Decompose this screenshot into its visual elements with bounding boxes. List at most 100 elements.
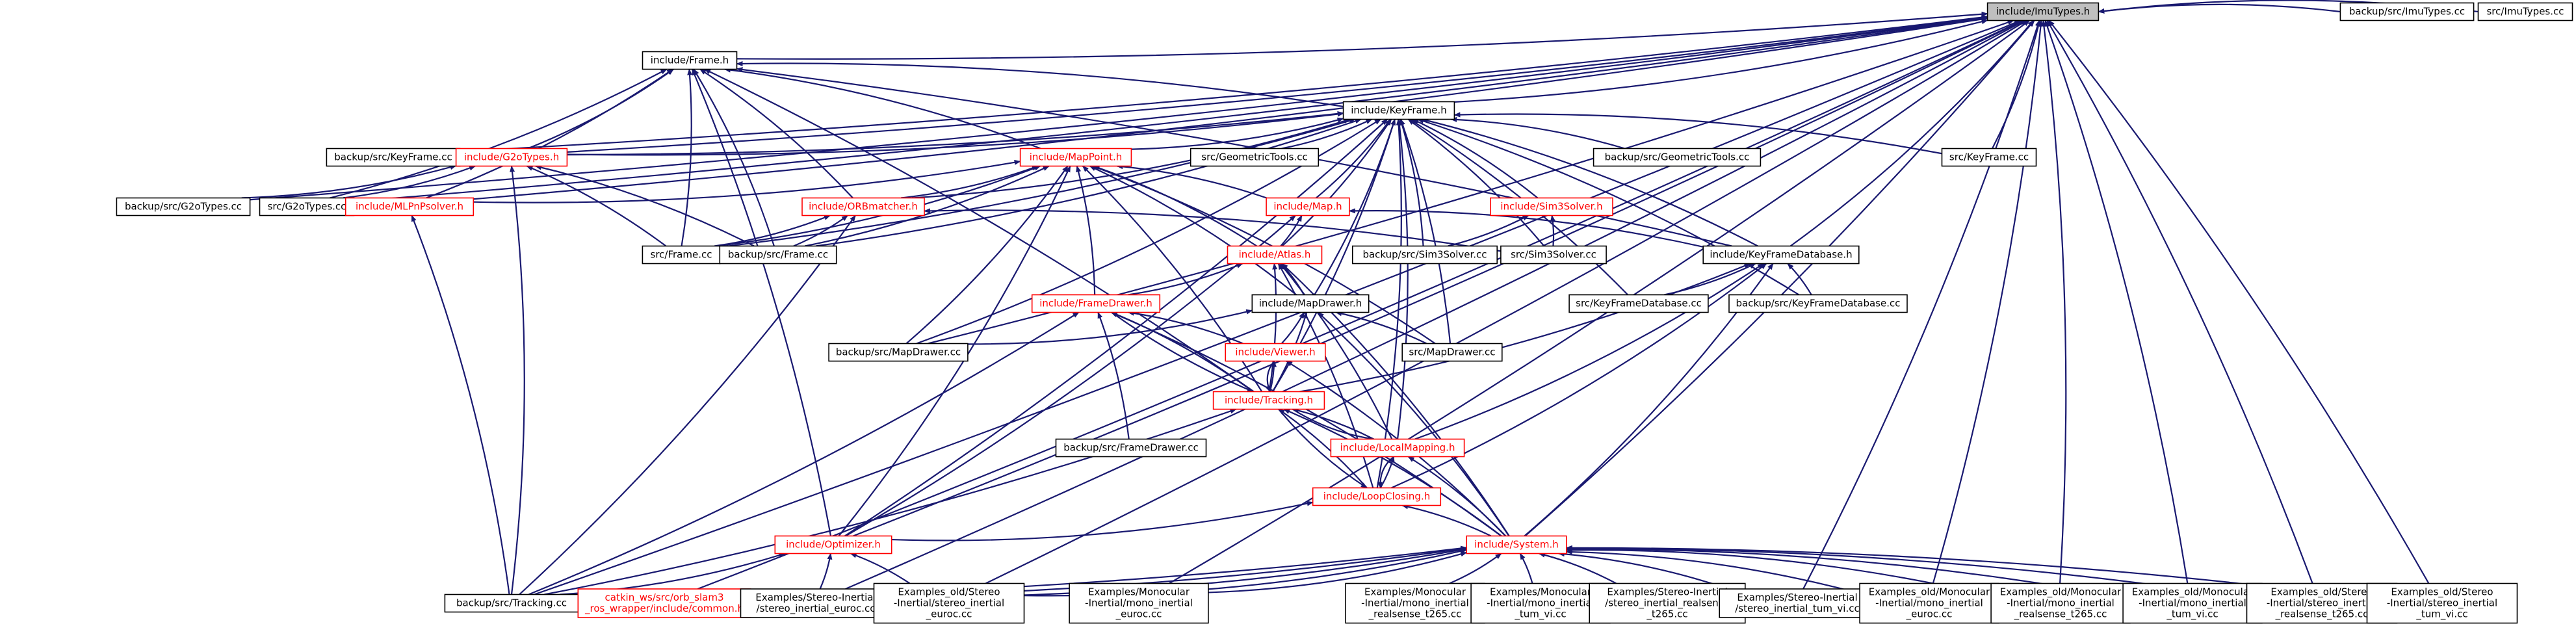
node-kfdb-h[interactable]: include/KeyFrameDatabase.h: [1702, 245, 1860, 265]
edge-backup-tracking-cc-to-mlpnp-h: [411, 215, 510, 595]
node-ex-mono-inertial-euroc[interactable]: Examples/Monocular-Inertial/mono_inertia…: [1069, 582, 1209, 624]
node-src-geometrictools-cc[interactable]: src/GeometricTools.cc: [1190, 148, 1320, 167]
node-mappoint-h[interactable]: include/MapPoint.h: [1019, 148, 1132, 167]
node-src-imutypes-cc[interactable]: src/ImuTypes.cc: [2477, 2, 2573, 21]
node-backup-tracking-cc[interactable]: backup/src/Tracking.cc: [444, 593, 579, 613]
node-system-h[interactable]: include/System.h: [1466, 535, 1567, 554]
edge-atlas-h-to-map-h: [1280, 215, 1303, 247]
edge-viewer-h-to-mapdrawer-h: [1281, 311, 1305, 345]
node-ex-stereo-inertial-euroc[interactable]: Examples/Stereo-Inertial/stereo_inertial…: [740, 588, 892, 618]
node-imutypes-h[interactable]: include/ImuTypes.h: [1986, 2, 2100, 21]
node-label: _euroc.cc: [1906, 608, 1953, 621]
node-label: src/KeyFrameDatabase.cc: [1576, 298, 1702, 309]
edge-optimizer-h-to-keyframe-h: [844, 118, 1388, 537]
node-box: [1069, 582, 1209, 624]
edge-localmapping-h-to-keyframe-h: [1396, 118, 1409, 439]
node-loopclosing-h[interactable]: include/LoopClosing.h: [1312, 487, 1442, 506]
edge-tracking-h-to-viewer-h: [1269, 360, 1277, 392]
node-backup-mapdrawer-cc[interactable]: backup/src/MapDrawer.cc: [828, 343, 969, 362]
node-label: src/Sim3Solver.cc: [1511, 249, 1596, 261]
node-box: [1466, 535, 1567, 554]
edge-exold-mono-inertial-euroc-to-imutypes-h: [1932, 20, 2044, 584]
node-src-mapdrawer-cc[interactable]: src/MapDrawer.cc: [1401, 343, 1503, 362]
node-mapdrawer-h[interactable]: include/MapDrawer.h: [1251, 294, 1370, 313]
node-catkin-common-h[interactable]: catkin_ws/src/orb_slam3_ros_wrapper/incl…: [577, 588, 751, 618]
node-exold-stereo-inertial-tumvi[interactable]: Examples_old/Stereo-Inertial/stereo_iner…: [2366, 582, 2518, 624]
node-label: _t265.cc: [1646, 608, 1687, 621]
node-sim3solver-h[interactable]: include/Sim3Solver.h: [1490, 197, 1613, 216]
node-mlpnp-h[interactable]: include/MLPnPsolver.h: [345, 197, 475, 216]
node-ex-stereo-inertial-tumvi[interactable]: Examples/Stereo-Inertial/stereo_inertial…: [1719, 588, 1876, 618]
node-optimizer-h[interactable]: include/Optimizer.h: [774, 535, 892, 554]
node-label: Examples_old/Stereo: [2391, 586, 2493, 599]
edge-atlas-h-to-keyframe-h: [1281, 118, 1392, 247]
edge-src-sim3solver-cc-to-sim3solver-h: [1550, 215, 1555, 246]
node-box: [740, 588, 892, 618]
node-atlas-h[interactable]: include/Atlas.h: [1227, 245, 1323, 265]
node-backup-framedrawer-cc[interactable]: backup/src/FrameDrawer.cc: [1055, 438, 1207, 458]
node-box: [1568, 294, 1709, 313]
node-backup-geometrictools-cc[interactable]: backup/src/GeometricTools.cc: [1593, 148, 1762, 167]
node-backup-keyframe-cc[interactable]: backup/src/KeyFrame.cc: [326, 148, 461, 167]
node-backup-kfdb-cc[interactable]: backup/src/KeyFrameDatabase.cc: [1728, 294, 1908, 313]
edge-localmapping-h-to-tracking-h: [1292, 408, 1374, 440]
node-label: Examples/Monocular: [1364, 586, 1466, 598]
node-box: [2122, 582, 2263, 624]
node-box: [1986, 2, 2100, 21]
edge-system-h-to-tracking-h: [1283, 408, 1502, 537]
node-orbmatcher-h[interactable]: include/ORBmatcher.h: [801, 197, 925, 216]
node-localmapping-h[interactable]: include/LocalMapping.h: [1330, 438, 1465, 458]
node-label: _ros_wrapper/include/common.h: [584, 603, 744, 615]
node-backup-sim3solver-cc[interactable]: backup/src/Sim3Solver.cc: [1352, 245, 1498, 265]
node-ex-mono-inertial-t265[interactable]: Examples/Monocular-Inertial/mono_inertia…: [1345, 582, 1485, 624]
node-label: include/Tracking.h: [1225, 395, 1313, 406]
node-src-g2otypes-cc[interactable]: src/G2oTypes.cc: [259, 197, 355, 216]
node-src-keyframe-cc[interactable]: src/KeyFrame.cc: [1941, 148, 2037, 167]
node-frame-h[interactable]: include/Frame.h: [642, 51, 738, 70]
node-box: [1345, 582, 1485, 624]
node-viewer-h[interactable]: include/Viewer.h: [1225, 343, 1326, 362]
node-map-h[interactable]: include/Map.h: [1266, 197, 1350, 216]
edge-src-mapdrawer-cc-to-mapdrawer-h: [1335, 311, 1427, 345]
node-label: -Inertial/stereo_inertial: [2267, 597, 2377, 610]
node-box: [873, 582, 1025, 624]
edge-ex-stereo-inertial-tumvi-to-system-h: [1557, 551, 1729, 590]
edge-tracking-h-to-atlas-h: [1268, 263, 1278, 392]
node-label: src/ImuTypes.cc: [2486, 6, 2564, 18]
node-box: [1342, 101, 1455, 120]
node-src-kfdb-cc[interactable]: src/KeyFrameDatabase.cc: [1568, 294, 1709, 313]
node-label: _euroc.cc: [926, 608, 972, 621]
node-backup-g2otypes-cc[interactable]: backup/src/G2oTypes.cc: [116, 197, 251, 216]
edge-src-mapdrawer-cc-to-keyframe-h: [1399, 118, 1451, 344]
node-keyframe-h[interactable]: include/KeyFrame.h: [1342, 101, 1455, 120]
edge-ex-stereo-inertial-euroc-to-imutypes-h: [845, 20, 2025, 590]
edge-exold-stereo-inertial-t265-to-imutypes-h: [2046, 20, 2313, 584]
node-label: backup/src/KeyFrame.cc: [334, 151, 452, 163]
node-box: [1055, 438, 1207, 458]
node-exold-mono-inertial-t265[interactable]: Examples_old/Monocular-Inertial/mono_ine…: [1990, 582, 2131, 624]
edge-src-keyframe-cc-to-keyframe-h: [1453, 112, 1942, 155]
node-src-frame-cc[interactable]: src/Frame.cc: [642, 245, 721, 265]
node-label: -Inertial/mono_inertial: [1361, 597, 1469, 610]
node-exold-mono-inertial-euroc[interactable]: Examples_old/Monocular-Inertial/mono_ine…: [1859, 582, 1999, 624]
node-src-sim3solver-cc[interactable]: src/Sim3Solver.cc: [1500, 245, 1607, 265]
edge-orbmatcher-h-to-mappoint-h: [900, 165, 1039, 199]
edge-backup-frame-cc-to-g2otypes-h: [534, 164, 755, 247]
node-label: backup/src/Frame.cc: [728, 249, 828, 261]
node-exold-mono-inertial-tumvi[interactable]: Examples_old/Monocular-Inertial/mono_ine…: [2122, 582, 2263, 624]
node-exold-stereo-inertial-euroc[interactable]: Examples_old/Stereo-Inertial/stereo_iner…: [873, 582, 1025, 624]
node-g2otypes-h[interactable]: include/G2oTypes.h: [455, 148, 568, 167]
node-box: [1266, 197, 1350, 216]
node-tracking-h[interactable]: include/Tracking.h: [1212, 391, 1325, 410]
edge-ex-mono-inertial-euroc-to-system-h: [1208, 551, 1468, 593]
node-label: Examples/Monocular: [1490, 586, 1592, 598]
node-box: [1719, 588, 1876, 618]
node-label: backup/src/ImuTypes.cc: [2349, 6, 2465, 18]
node-framedrawer-h[interactable]: include/FrameDrawer.h: [1031, 294, 1161, 313]
node-backup-frame-cc[interactable]: backup/src/Frame.cc: [719, 245, 837, 265]
node-backup-imutypes-cc[interactable]: backup/src/ImuTypes.cc: [2339, 2, 2475, 21]
node-label: src/KeyFrame.cc: [1949, 151, 2029, 163]
node-label: _tum_vi.cc: [2415, 608, 2467, 621]
edge-system-h-to-loopclosing-h: [1401, 504, 1492, 537]
node-ex-mono-inertial-tumvi[interactable]: Examples/Monocular-Inertial/mono_inertia…: [1470, 582, 1611, 624]
